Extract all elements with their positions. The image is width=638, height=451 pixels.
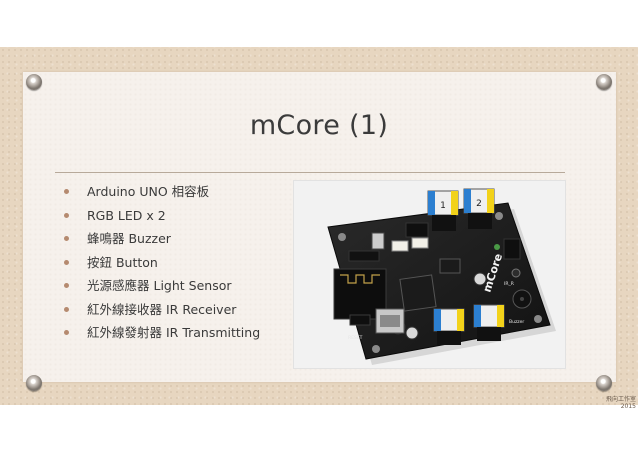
capacitor — [473, 272, 487, 286]
pushpin-icon — [26, 74, 42, 90]
pin-header — [348, 250, 380, 262]
bullet-text: Arduino UNO 相容板 — [87, 184, 210, 199]
bullet-item: 紅外線接收器 IR Receiver — [64, 298, 260, 322]
port-1: 1 — [427, 190, 459, 231]
module-antenna — [340, 274, 380, 284]
bullet-item: 蜂鳴器 Buzzer — [64, 227, 260, 251]
port-2-label: 2 — [476, 199, 482, 209]
bullet-item: Arduino UNO 相容板 — [64, 180, 260, 204]
pushpin-icon — [26, 375, 42, 391]
slide-title: mCore (1) — [249, 110, 389, 141]
bullet-icon — [64, 283, 69, 288]
bullet-text: 按鈕 Button — [87, 254, 158, 270]
pin-header — [349, 314, 371, 326]
bullet-item: 按鈕 Button — [64, 251, 260, 275]
reset-silkscreen: RESET — [348, 335, 363, 341]
title-divider — [55, 172, 565, 173]
bullet-text: 蜂鳴器 Buzzer — [87, 231, 171, 246]
bullet-icon — [64, 212, 69, 218]
bullet-item: 光源感應器 Light Sensor — [64, 274, 260, 298]
bullet-icon — [64, 236, 69, 241]
bullet-icon — [64, 259, 69, 265]
bullet-icon — [64, 306, 69, 312]
power-switch — [371, 232, 385, 250]
mounting-hole — [495, 212, 503, 220]
port-1-label: 1 — [440, 201, 446, 211]
bullet-item: 紅外線發射器 IR Transmitting — [64, 321, 260, 345]
mcore-board-illustration: 1 2 mCore — [327, 188, 556, 365]
port-2: 2 — [463, 188, 495, 229]
footer-credit: 飛向工作室 2015 — [605, 396, 636, 410]
capacitor — [405, 326, 419, 340]
port-4 — [473, 304, 505, 341]
pin-header — [405, 222, 429, 238]
bullet-text: 紅外線發射器 IR Transmitting — [87, 325, 261, 340]
mcore-board-photo: 1 2 mCore — [293, 180, 566, 369]
wireless-module — [333, 268, 387, 320]
buzzer-silkscreen: Buzzer — [509, 319, 524, 325]
light-sensor — [511, 268, 521, 278]
bullet-text: RGB LED x 2 — [87, 207, 166, 223]
port-3 — [433, 308, 465, 345]
main-chip — [399, 274, 437, 312]
ic-chip — [439, 258, 461, 274]
status-led — [494, 244, 500, 250]
buzzer-hole — [520, 297, 524, 301]
bullet-item: RGB LED x 2 — [64, 204, 260, 228]
bullet-text: 紅外線接收器 IR Receiver — [87, 301, 237, 317]
pin-header — [503, 238, 521, 260]
pushpin-icon — [596, 74, 612, 90]
bullet-list: Arduino UNO 相容板 RGB LED x 2 蜂鳴器 Buzzer 按… — [64, 180, 260, 345]
motor-connector — [411, 237, 429, 249]
motor-connector — [391, 240, 409, 252]
mounting-hole — [534, 315, 542, 323]
bullet-icon — [64, 189, 69, 194]
ir-silkscreen: IR_R — [504, 281, 514, 287]
bullet-icon — [64, 330, 69, 335]
mounting-hole — [338, 233, 346, 241]
bullet-text: 光源感應器 Light Sensor — [87, 278, 232, 293]
usb-port-opening — [380, 315, 400, 327]
mounting-hole — [372, 345, 380, 353]
pushpin-icon — [596, 375, 612, 391]
